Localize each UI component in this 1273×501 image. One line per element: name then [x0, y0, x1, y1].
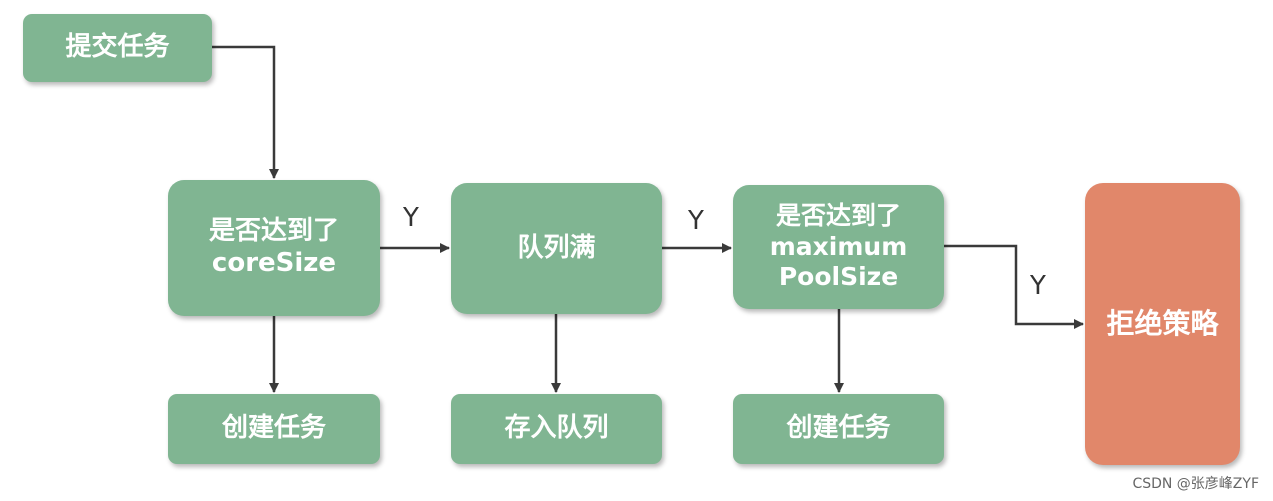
- submit-task-node: 提交任务: [23, 14, 212, 82]
- reject-policy-label: 拒绝策略: [1106, 306, 1219, 340]
- enqueue-label: 存入队列: [504, 413, 609, 444]
- core-size-check-node: 是否达到了 coreSize: [168, 180, 380, 316]
- submit-task-label: 提交任务: [65, 32, 170, 63]
- max-pool-size-check-label: 是否达到了 maximum PoolSize: [769, 201, 908, 292]
- create-task-node-2: 创建任务: [733, 394, 944, 464]
- queue-full-label: 队列满: [517, 232, 596, 263]
- create-task-label-1: 创建任务: [221, 413, 326, 444]
- queue-full-node: 队列满: [451, 183, 662, 314]
- create-task-node-1: 创建任务: [168, 394, 380, 464]
- edge-max-check-to-reject: [944, 244, 1084, 329]
- yes-label-queue-to-max: Y: [688, 206, 704, 236]
- create-task-label-2: 创建任务: [786, 413, 891, 444]
- edge-submit-to-core-check: [212, 45, 279, 179]
- max-pool-size-check-node: 是否达到了 maximum PoolSize: [733, 185, 944, 309]
- yes-label-core-to-queue: Y: [403, 203, 419, 233]
- yes-label-max-to-reject: Y: [1030, 271, 1046, 301]
- reject-policy-node: 拒绝策略: [1085, 183, 1240, 465]
- csdn-watermark: CSDN @张彦峰ZYF: [1132, 476, 1259, 492]
- enqueue-node: 存入队列: [451, 394, 662, 464]
- core-size-check-label: 是否达到了 coreSize: [208, 216, 339, 278]
